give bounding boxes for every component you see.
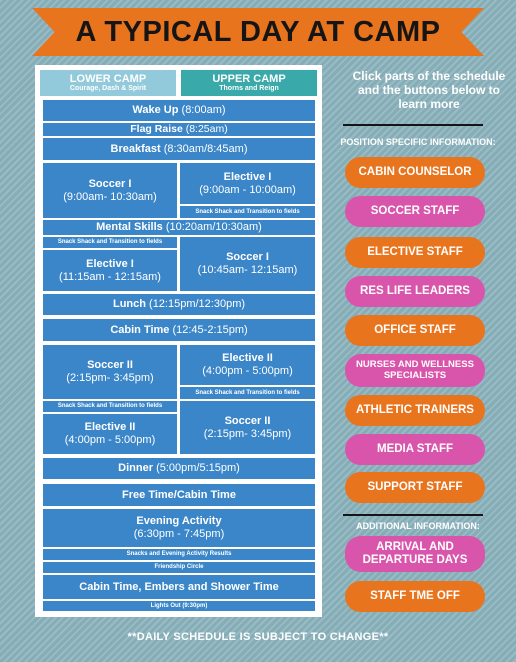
schedule-upper-elective-2[interactable]: Elective II (4:00pm - 5:00pm): [180, 345, 315, 385]
schedule-evening-activity[interactable]: Evening Activity (6:30pm - 7:45pm): [43, 509, 315, 547]
schedule-panel: LOWER CAMP Courage, Dash & Spirit UPPER …: [35, 65, 322, 617]
evening-activity-time: (6:30pm - 7:45pm): [133, 528, 225, 540]
office-staff-button[interactable]: OFFICE STAFF: [345, 315, 485, 346]
schedule-cabin-time[interactable]: Cabin Time (12:45-2:15pm): [43, 319, 315, 341]
flag-raise-label: Flag Raise: [130, 123, 183, 136]
wake-up-label: Wake Up: [132, 104, 179, 117]
schedule-snacks-results[interactable]: Snacks and Evening Activity Results: [43, 549, 315, 560]
evening-activity-label: Evening Activity: [136, 515, 222, 528]
divider-line: [343, 124, 483, 126]
schedule-breakfast[interactable]: Breakfast (8:30am/8:45am): [43, 138, 315, 160]
mental-skills-time: (10:20am/10:30am): [165, 221, 262, 234]
schedule-lights-out[interactable]: Lights Out (9:30pm): [43, 601, 315, 611]
upper-soccer-1-label: Soccer I: [226, 251, 269, 264]
lights-out-text: Lights Out (9:30pm): [150, 602, 208, 609]
mental-skills-label: Mental Skills: [96, 221, 163, 234]
schedule-flag-raise[interactable]: Flag Raise (8:25am): [43, 123, 315, 136]
lower-soccer-1-label: Soccer I: [88, 177, 132, 190]
lower-elective-1-label: Elective I: [86, 257, 134, 270]
schedule-disclaimer: **DAILY SCHEDULE IS SUBJECT TO CHANGE**: [127, 631, 389, 643]
upper-soccer-1-time: (10:45am- 12:15am): [197, 264, 298, 276]
lower-snack-2-text: Snack Shack and Transition to fields: [57, 403, 163, 410]
friendship-circle-text: Friendship Circle: [154, 564, 204, 571]
schedule-lower-snack-1[interactable]: Snack Shack and Transition to fields: [43, 237, 177, 248]
upper-elective-2-label: Elective II: [222, 352, 273, 365]
soccer-staff-button[interactable]: SOCCER STAFF: [345, 196, 485, 227]
page-title: A TYPICAL DAY AT CAMP: [75, 15, 441, 48]
tab-lower-camp[interactable]: LOWER CAMP Courage, Dash & Spirit: [40, 70, 176, 96]
schedule-lower-snack-2[interactable]: Snack Shack and Transition to fields: [43, 401, 177, 412]
elective-staff-button[interactable]: ELECTIVE STAFF: [345, 237, 485, 268]
upper-soccer-2-label: Soccer II: [224, 414, 271, 427]
position-heading: POSITION SPECIFIC INFORMATION:: [340, 137, 496, 147]
lower-soccer-1-time: (9:00am- 10:30am): [63, 190, 157, 203]
free-time-label: Free Time/Cabin Time: [122, 488, 236, 501]
upper-snack-1-text: Snack Shack and Transition to fields: [195, 208, 300, 215]
athletic-trainers-button[interactable]: ATHLETIC TRAINERS: [345, 395, 485, 426]
schedule-lower-elective-2[interactable]: Elective II (4:00pm - 5:00pm): [43, 414, 177, 454]
tab-lower-camp-label: LOWER CAMP: [69, 73, 147, 86]
upper-elective-1-time: (9:00am - 10:00am): [199, 183, 296, 196]
schedule-lower-soccer-2[interactable]: Soccer II (2:15pm- 3:45pm): [43, 345, 177, 399]
cabin-counselor-button[interactable]: CABIN COUNSELOR: [345, 157, 485, 188]
tab-upper-camp[interactable]: UPPER CAMP Thorns and Reign: [181, 70, 317, 96]
breakfast-time: (8:30am/8:45am): [163, 142, 248, 155]
lower-soccer-2-label: Soccer II: [87, 359, 133, 372]
breakfast-label: Breakfast: [110, 142, 161, 155]
schedule-lower-elective-1[interactable]: Elective I (11:15am - 12:15am): [43, 250, 177, 291]
schedule-friendship-circle[interactable]: Friendship Circle: [43, 562, 315, 573]
upper-elective-2-time: (4:00pm - 5:00pm): [202, 365, 293, 377]
tab-upper-camp-subtitle: Thorns and Reign: [219, 85, 279, 93]
schedule-upper-elective-1[interactable]: Elective I (9:00am - 10:00am): [180, 163, 315, 204]
schedule-lunch[interactable]: Lunch (12:15pm/12:30pm): [43, 294, 315, 315]
cabin-time-label: Cabin Time: [110, 323, 170, 336]
divider-line: [343, 514, 483, 516]
lunch-label: Lunch: [112, 298, 146, 311]
embers-label: Cabin Time, Embers and Shower Time: [79, 580, 279, 593]
lower-snack-1-text: Snack Shack and Transition to fields: [57, 239, 163, 246]
media-staff-button[interactable]: MEDIA STAFF: [345, 434, 485, 465]
dinner-time: (5:00pm/5:15pm): [156, 462, 240, 475]
staff-time-off-button[interactable]: STAFF TME OFF: [345, 581, 485, 612]
schedule-dinner[interactable]: Dinner (5:00pm/5:15pm): [43, 458, 315, 479]
schedule-upper-soccer-1[interactable]: Soccer I (10:45am- 12:15am): [180, 237, 315, 291]
tab-lower-camp-subtitle: Courage, Dash & Spirit: [69, 85, 147, 93]
sidebar-intro: Click parts of the schedule and the butt…: [352, 69, 506, 111]
lower-elective-2-time: (4:00pm - 5:00pm): [64, 434, 156, 446]
flag-raise-time: (8:25am): [185, 123, 228, 136]
wake-up-time: (8:00am): [181, 104, 226, 117]
lower-soccer-2-time: (2:15pm- 3:45pm): [66, 372, 154, 384]
upper-snack-2-text: Snack Shack and Transition to fields: [195, 389, 300, 396]
res-life-leaders-button[interactable]: RES LIFE LEADERS: [345, 276, 485, 307]
additional-heading: ADDITIONAL INFORMATION:: [356, 521, 480, 531]
nurses-wellness-button[interactable]: NURSES AND WELLNESS SPECIALISTS: [345, 354, 485, 387]
schedule-lower-soccer-1[interactable]: Soccer I (9:00am- 10:30am): [43, 163, 177, 218]
upper-soccer-2-time: (2:15pm- 3:45pm): [203, 427, 292, 440]
upper-elective-1-label: Elective I: [223, 170, 272, 183]
lower-elective-1-time: (11:15am - 12:15am): [59, 270, 161, 283]
schedule-upper-snack-2[interactable]: Snack Shack and Transition to fields: [180, 387, 315, 399]
schedule-wake-up[interactable]: Wake Up (8:00am): [43, 100, 315, 121]
snacks-results-text: Snacks and Evening Activity Results: [126, 551, 232, 558]
support-staff-button[interactable]: SUPPORT STAFF: [345, 472, 485, 503]
lower-elective-2-label: Elective II: [84, 421, 136, 434]
schedule-embers[interactable]: Cabin Time, Embers and Shower Time: [43, 575, 315, 599]
dinner-label: Dinner: [118, 462, 153, 475]
schedule-upper-snack-1[interactable]: Snack Shack and Transition to fields: [180, 206, 315, 218]
schedule-upper-soccer-2[interactable]: Soccer II (2:15pm- 3:45pm): [180, 401, 315, 454]
title-banner: A TYPICAL DAY AT CAMP: [32, 8, 484, 56]
lunch-time: (12:15pm/12:30pm): [149, 298, 246, 311]
tab-upper-camp-label: UPPER CAMP: [212, 73, 286, 86]
cabin-time-time: (12:45-2:15pm): [172, 323, 248, 336]
schedule-free-time[interactable]: Free Time/Cabin Time: [43, 484, 315, 506]
arrival-departure-button[interactable]: ARRIVAL AND DEPARTURE DAYS: [345, 536, 485, 572]
schedule-mental-skills[interactable]: Mental Skills (10:20am/10:30am): [43, 220, 315, 235]
